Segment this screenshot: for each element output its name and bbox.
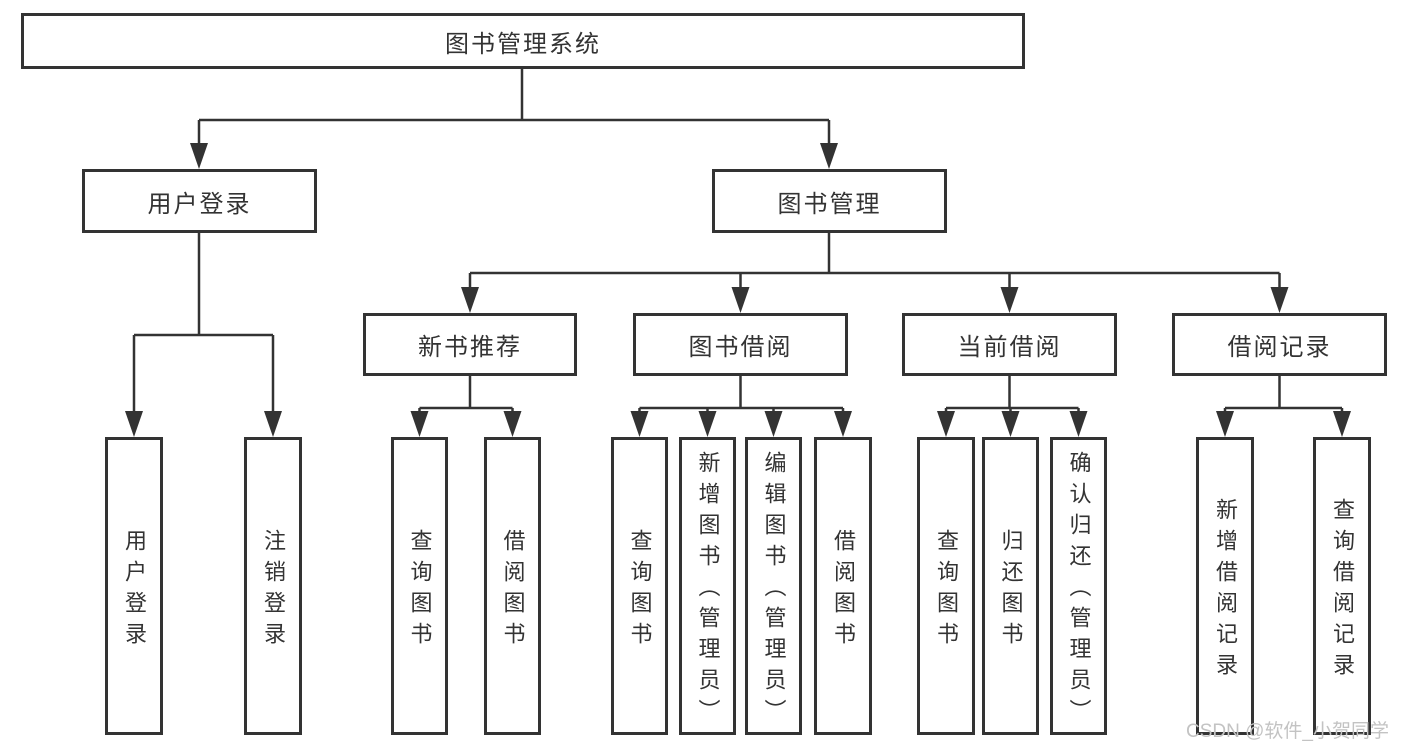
leaf-query-books-recommend: 查询图书 bbox=[391, 437, 448, 735]
connector-root-to-level1 bbox=[197, 67, 831, 146]
node-book-management-label: 图书管理 bbox=[777, 190, 882, 218]
arrow-down-icon bbox=[264, 411, 282, 437]
node-current-borrowing-label: 当前借阅 bbox=[957, 334, 1062, 361]
node-borrowing-records-label: 借阅记录 bbox=[1227, 334, 1332, 361]
leaf-add-books-admin: 新增图书（管理员） bbox=[679, 437, 736, 735]
arrow-down-icon bbox=[461, 287, 479, 313]
leaf-edit-books-admin: 编辑图书（管理员） bbox=[745, 437, 802, 735]
arrow-down-icon bbox=[125, 411, 143, 437]
connector-bookborrow-to-leaves bbox=[638, 374, 845, 414]
leaf-query-books-recommend-label: 查询图书 bbox=[407, 528, 433, 653]
leaf-confirm-return-admin: 确认归还（管理员） bbox=[1050, 437, 1107, 735]
node-new-book-recommendation: 新书推荐 bbox=[363, 313, 577, 376]
arrowheads bbox=[125, 143, 1351, 437]
node-root-label: 图书管理系统 bbox=[445, 30, 601, 58]
arrow-down-icon bbox=[731, 287, 750, 313]
leaf-query-borrow-record: 查询借阅记录 bbox=[1313, 437, 1371, 735]
arrow-down-icon bbox=[630, 411, 649, 437]
leaf-borrow-books-recommend: 借阅图书 bbox=[484, 437, 541, 735]
leaf-user-login-label: 用户登录 bbox=[122, 528, 147, 653]
arrow-down-icon bbox=[764, 411, 783, 437]
arrow-down-icon bbox=[1333, 411, 1351, 437]
arrow-down-icon bbox=[1001, 411, 1020, 437]
leaf-borrow-books-borrowing: 借阅图书 bbox=[814, 437, 872, 735]
arrow-down-icon bbox=[698, 411, 717, 437]
leaf-borrow-books-recommend-label: 借阅图书 bbox=[500, 528, 526, 653]
leaf-query-books-current: 查询图书 bbox=[917, 437, 975, 735]
leaf-return-books-label: 归还图书 bbox=[998, 528, 1024, 653]
leaf-query-books-current-label: 查询图书 bbox=[934, 528, 959, 653]
node-new-book-recommendation-label: 新书推荐 bbox=[418, 334, 522, 361]
connector-userlogin-to-leaves bbox=[132, 231, 275, 414]
arrow-down-icon bbox=[1270, 287, 1289, 313]
node-root: 图书管理系统 bbox=[21, 13, 1025, 69]
leaf-logout-label: 注销登录 bbox=[261, 528, 286, 653]
leaf-user-login: 用户登录 bbox=[105, 437, 163, 735]
connector-bookmgmt-to-level2 bbox=[468, 231, 1281, 290]
leaf-logout: 注销登录 bbox=[244, 437, 302, 735]
leaf-query-borrow-record-label: 查询借阅记录 bbox=[1330, 497, 1355, 684]
leaf-add-books-admin-label: 新增图书（管理员） bbox=[695, 451, 721, 730]
arrow-down-icon bbox=[834, 411, 852, 437]
leaf-return-books: 归还图书 bbox=[982, 437, 1039, 735]
leaf-query-books-borrowing: 查询图书 bbox=[611, 437, 668, 735]
leaf-confirm-return-admin-label: 确认归还（管理员） bbox=[1066, 451, 1092, 730]
node-borrowing-records: 借阅记录 bbox=[1172, 313, 1387, 376]
leaf-borrow-books-borrowing-label: 借阅图书 bbox=[831, 528, 856, 653]
leaf-query-books-borrowing-label: 查询图书 bbox=[627, 528, 653, 653]
arrow-down-icon bbox=[1069, 411, 1088, 437]
node-book-borrowing-label: 图书借阅 bbox=[688, 334, 793, 361]
leaf-add-borrow-record: 新增借阅记录 bbox=[1196, 437, 1254, 735]
leaf-add-borrow-record-label: 新增借阅记录 bbox=[1213, 497, 1238, 684]
node-user-login-branch: 用户登录 bbox=[82, 169, 317, 233]
node-book-management: 图书管理 bbox=[712, 169, 947, 233]
arrow-down-icon bbox=[190, 143, 208, 169]
connector-borrowrecords-to-leaves bbox=[1223, 374, 1344, 414]
node-book-borrowing: 图书借阅 bbox=[633, 313, 848, 376]
leaf-edit-books-admin-label: 编辑图书（管理员） bbox=[761, 451, 787, 730]
arrow-down-icon bbox=[503, 411, 522, 437]
watermark: CSDN @软件_小贺同学 bbox=[1186, 721, 1389, 742]
arrow-down-icon bbox=[410, 411, 429, 437]
arrow-down-icon bbox=[1000, 287, 1019, 313]
arrow-down-icon bbox=[937, 411, 955, 437]
arrow-down-icon bbox=[1216, 411, 1234, 437]
connector-currentborrow-to-leaves bbox=[944, 374, 1080, 414]
node-user-login-branch-label: 用户登录 bbox=[147, 190, 252, 218]
arrow-down-icon bbox=[820, 143, 838, 169]
connector-newbook-to-leaves bbox=[418, 374, 514, 414]
node-current-borrowing: 当前借阅 bbox=[902, 313, 1117, 376]
